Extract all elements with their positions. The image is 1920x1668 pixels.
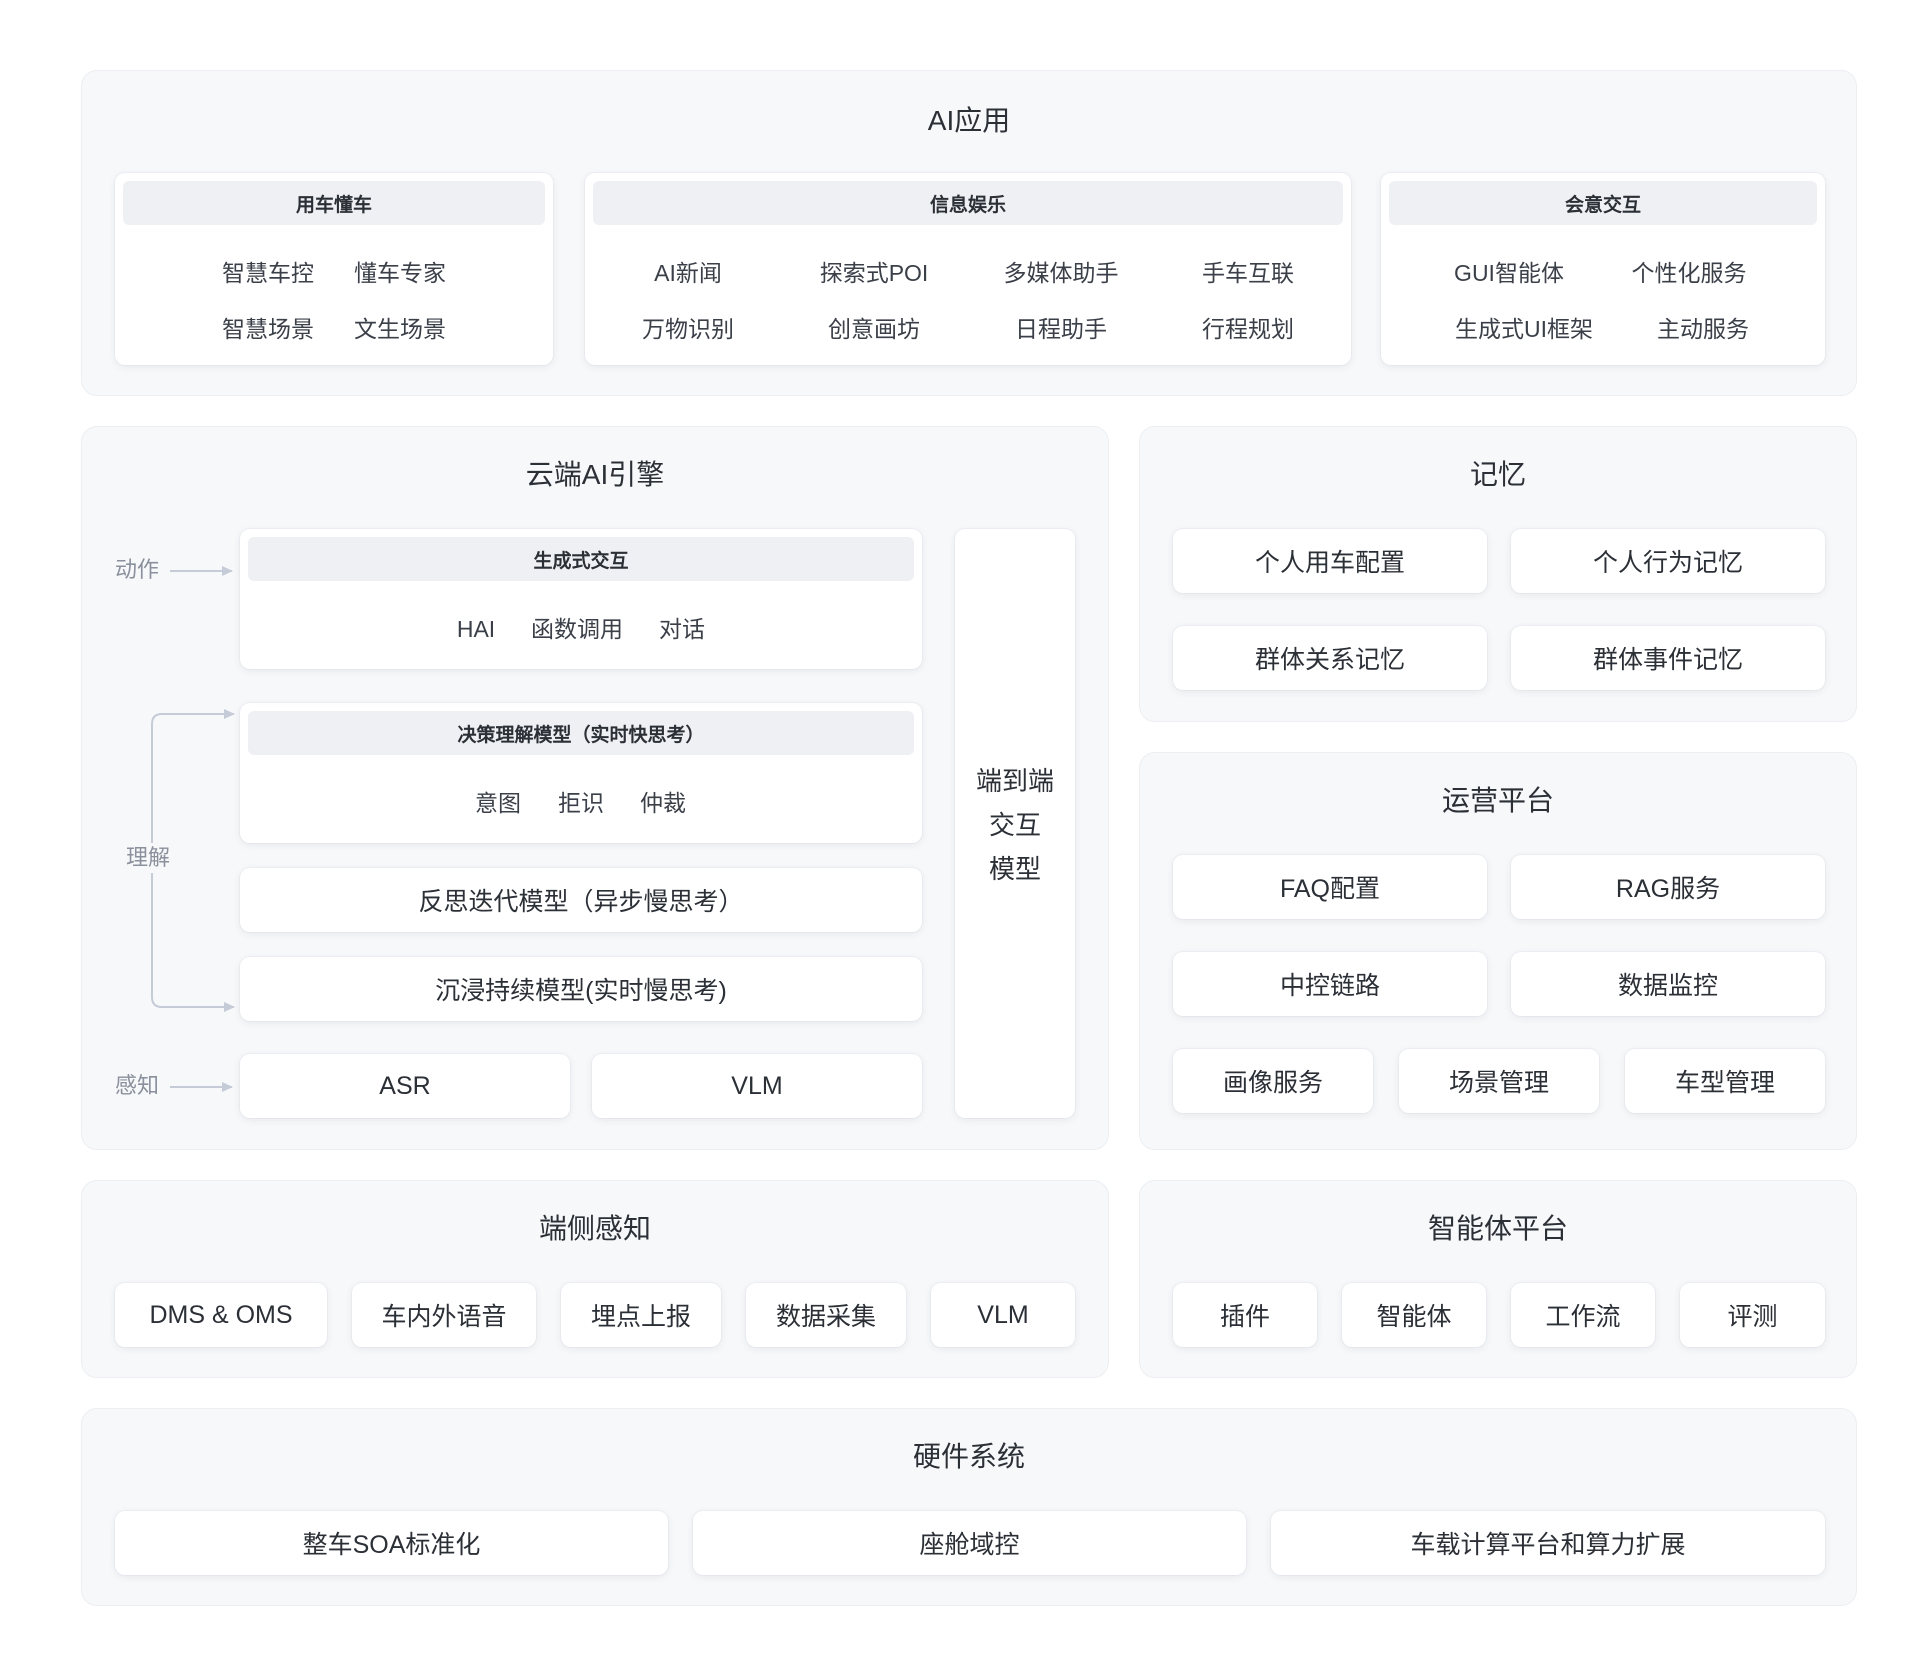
decision-model-card: 决策理解模型（实时快思考） 意图 拒识 仲裁 [240, 703, 922, 843]
agent-panel: 智能体平台 插件 智能体 工作流 评测 [1139, 1180, 1857, 1378]
memory-item[interactable]: 个人行为记忆 [1511, 529, 1825, 593]
ops-item[interactable]: FAQ配置 [1173, 855, 1487, 919]
memory-item[interactable]: 群体关系记忆 [1173, 626, 1487, 690]
memory-title: 记忆 [1469, 459, 1526, 490]
edge-title: 端侧感知 [538, 1213, 651, 1244]
e2e-model-label: 端到端 交互 模型 [975, 766, 1054, 884]
card-item[interactable]: 多媒体助手 [1003, 260, 1119, 286]
card-item[interactable]: 行程规划 [1202, 316, 1294, 342]
side-label-perceive: 感知 [115, 1073, 160, 1098]
cloud-engine-title: 云端AI引擎 [525, 459, 665, 490]
card-item[interactable]: 拒识 [558, 790, 604, 816]
card-item[interactable]: 智慧车控 [222, 260, 314, 286]
edge-item[interactable]: DMS & OMS [115, 1283, 327, 1347]
ai-app-card-interaction: 会意交互 GUI智能体 个性化服务 生成式UI框架 主动服务 [1381, 173, 1825, 365]
ai-app-card-vehicle: 用车懂车 智慧车控 懂车专家 智慧场景 文生场景 [115, 173, 553, 365]
card-item[interactable]: 智慧场景 [222, 316, 314, 342]
vlm-box[interactable]: VLM [592, 1054, 922, 1118]
agent-item[interactable]: 评测 [1680, 1283, 1825, 1347]
ops-item[interactable]: 数据监控 [1511, 952, 1825, 1016]
ops-item[interactable]: 场景管理 [1399, 1049, 1599, 1113]
card-header: 决策理解模型（实时快思考） [248, 711, 914, 755]
hardware-panel: 硬件系统 整车SOA标准化 座舱域控 车载计算平台和算力扩展 [81, 1408, 1857, 1606]
card-header: 会意交互 [1389, 181, 1817, 225]
card-item[interactable]: AI新闻 [654, 260, 722, 286]
side-label-action: 动作 [115, 557, 160, 582]
card-header: 信息娱乐 [593, 181, 1343, 225]
card-item[interactable]: 主动服务 [1657, 316, 1749, 342]
hardware-item[interactable]: 座舱域控 [693, 1511, 1246, 1575]
edge-item[interactable]: 数据采集 [746, 1283, 906, 1347]
agent-item[interactable]: 智能体 [1342, 1283, 1486, 1347]
memory-panel: 记忆 个人用车配置 个人行为记忆 群体关系记忆 群体事件记忆 [1139, 426, 1857, 722]
ai-app-card-infotainment: 信息娱乐 AI新闻 探索式POI 多媒体助手 手车互联 万物识别 创意画坊 日程… [585, 173, 1351, 365]
card-item[interactable]: 函数调用 [531, 616, 623, 642]
edge-panel: 端侧感知 DMS & OMS 车内外语音 埋点上报 数据采集 VLM [81, 1180, 1109, 1378]
agent-item[interactable]: 工作流 [1511, 1283, 1655, 1347]
card-item[interactable]: 万物识别 [642, 316, 734, 342]
ops-item[interactable]: 画像服务 [1173, 1049, 1373, 1113]
card-item[interactable]: 日程助手 [1015, 316, 1107, 342]
card-header: 用车懂车 [123, 181, 545, 225]
agent-item[interactable]: 插件 [1173, 1283, 1317, 1347]
ops-item[interactable]: 车型管理 [1625, 1049, 1825, 1113]
hardware-item[interactable]: 整车SOA标准化 [115, 1511, 668, 1575]
card-item[interactable]: 对话 [659, 616, 705, 642]
reflection-model[interactable]: 反思迭代模型（异步慢思考） [240, 868, 922, 932]
ops-panel: 运营平台 FAQ配置 RAG服务 中控链路 数据监控 画像服务 场景管理 车型管… [1139, 752, 1857, 1150]
card-item[interactable]: 意图 [475, 790, 521, 816]
ops-item[interactable]: 中控链路 [1173, 952, 1487, 1016]
ai-app-panel: AI应用 用车懂车 智慧车控 懂车专家 智慧场景 文生场景 信息娱乐 AI新闻 … [81, 70, 1857, 396]
memory-item[interactable]: 群体事件记忆 [1511, 626, 1825, 690]
asr-box[interactable]: ASR [240, 1054, 570, 1118]
card-item[interactable]: 生成式UI框架 [1455, 316, 1593, 342]
card-item[interactable]: 个性化服务 [1631, 260, 1747, 286]
edge-item[interactable]: 埋点上报 [561, 1283, 721, 1347]
card-item[interactable]: 文生场景 [354, 316, 446, 342]
card-item[interactable]: 手车互联 [1202, 260, 1294, 286]
ops-item[interactable]: RAG服务 [1511, 855, 1825, 919]
card-item[interactable]: 创意画坊 [828, 316, 920, 342]
card-item[interactable]: HAI [456, 616, 496, 642]
hardware-title: 硬件系统 [912, 1441, 1025, 1472]
ops-title: 运营平台 [1441, 785, 1554, 816]
cloud-engine-panel: 云端AI引擎 动作 理解 感知 生成式交互 HAI 函数调用 对话 决策理解模型… [81, 426, 1109, 1150]
gen-interaction-card: 生成式交互 HAI 函数调用 对话 [240, 529, 922, 669]
immersive-model[interactable]: 沉浸持续模型(实时慢思考) [240, 957, 922, 1021]
ai-app-title: AI应用 [927, 105, 1011, 136]
memory-item[interactable]: 个人用车配置 [1173, 529, 1487, 593]
e2e-model-column[interactable]: 端到端 交互 模型 [955, 529, 1075, 1118]
edge-item[interactable]: 车内外语音 [352, 1283, 536, 1347]
hardware-item[interactable]: 车载计算平台和算力扩展 [1271, 1511, 1825, 1575]
card-item[interactable]: 懂车专家 [354, 260, 446, 286]
card-item[interactable]: 探索式POI [819, 260, 929, 286]
side-label-understand: 理解 [114, 843, 183, 873]
edge-item[interactable]: VLM [931, 1283, 1075, 1347]
agent-title: 智能体平台 [1427, 1213, 1568, 1244]
card-item[interactable]: GUI智能体 [1454, 260, 1564, 286]
card-header: 生成式交互 [248, 537, 914, 581]
card-item[interactable]: 仲裁 [640, 790, 686, 816]
